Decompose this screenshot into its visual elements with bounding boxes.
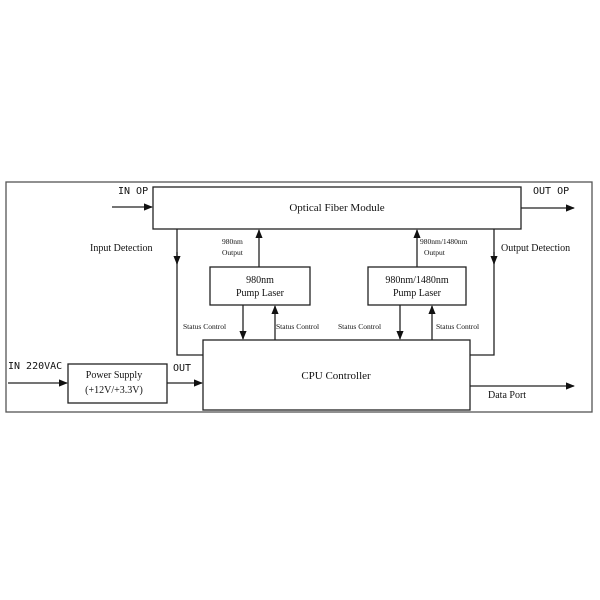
status-control-label-4: Status Control	[436, 322, 479, 331]
status-control-label-2: Status Control	[276, 322, 319, 331]
output-detection-line	[470, 229, 495, 356]
cpu-controller-block: CPU Controller	[202, 339, 471, 411]
in-op-label: IN OP	[118, 186, 148, 197]
output-980-label-line2: Output	[222, 248, 244, 257]
output-detection-label: Output Detection	[501, 243, 570, 254]
output-1480-label-line1: 980nm/1480nm	[420, 237, 468, 246]
diagram-frame	[5, 181, 593, 413]
pump-laser-980-block: 980nm Pump Laser	[209, 266, 311, 306]
pump-laser-980-label-line1: 980nm	[246, 275, 274, 286]
input-detection-line	[176, 229, 203, 356]
pump-laser-980-label-line2: Pump Laser	[236, 288, 285, 299]
cpu-controller-label: CPU Controller	[301, 370, 371, 382]
pump-laser-1480-label-line2: Pump Laser	[393, 288, 442, 299]
power-supply-label-line1: Power Supply	[86, 370, 142, 381]
pump-laser-1480-label-line1: 980nm/1480nm	[385, 275, 449, 286]
pump-laser-1480-block: 980nm/1480nm Pump Laser	[367, 266, 467, 306]
in-220vac-label: IN 220VAC	[8, 361, 62, 372]
output-1480-label-line2: Output	[424, 248, 446, 257]
input-detection-label: Input Detection	[90, 243, 152, 254]
status-control-label-3: Status Control	[338, 322, 381, 331]
optical-fiber-module-block: Optical Fiber Module	[152, 186, 522, 230]
out-op-label: OUT OP	[533, 186, 569, 197]
power-supply-block: Power Supply (+12V/+3.3V)	[67, 363, 168, 404]
output-980-label-line1: 980nm	[222, 237, 243, 246]
status-control-label-1: Status Control	[183, 322, 226, 331]
power-supply-label-line2: (+12V/+3.3V)	[85, 385, 143, 396]
data-port-label: Data Port	[488, 390, 526, 401]
optical-fiber-module-label: Optical Fiber Module	[289, 202, 384, 214]
power-out-label: OUT	[173, 363, 191, 374]
